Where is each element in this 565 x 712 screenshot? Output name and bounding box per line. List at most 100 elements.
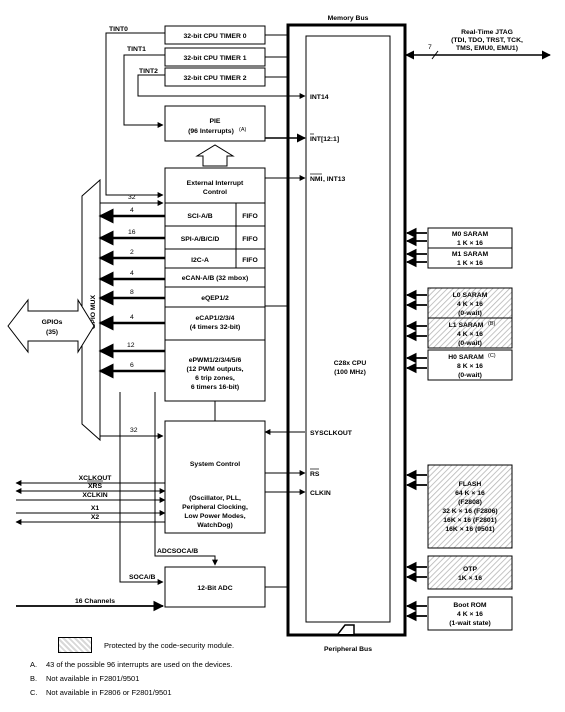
adc-block bbox=[164, 566, 266, 608]
jtag-pins-2: TMS, EMU0, EMU1) bbox=[456, 45, 518, 52]
eic-block bbox=[164, 167, 266, 204]
system-control-clocking: Peripheral Clocking, bbox=[182, 504, 248, 511]
system-control-watchdog: WatchDog) bbox=[197, 522, 233, 529]
system-control bbox=[164, 420, 266, 534]
jtag-width: 7 bbox=[428, 44, 432, 51]
gpio-mux bbox=[81, 178, 101, 442]
tint2-label: TINT2 bbox=[139, 68, 158, 75]
ecap-label: eCAP1/2/3/4 bbox=[196, 315, 235, 322]
system-control-osc: (Oscillator, PLL, bbox=[189, 495, 241, 502]
xrs-label: XRS bbox=[88, 483, 102, 490]
memory-bus-label: Memory Bus bbox=[328, 15, 369, 22]
l1-saram-note: (B) bbox=[488, 321, 496, 327]
eic-label-2: Control bbox=[203, 189, 227, 196]
eqep-bus-width: 8 bbox=[130, 289, 134, 296]
h0-saram-label: H0 SARAM bbox=[448, 354, 484, 361]
rs-label: RS bbox=[310, 471, 320, 478]
flash-part-f2808: (F2808) bbox=[458, 499, 482, 506]
flash-size-f2806: 32 K × 16 (F2806) bbox=[442, 508, 497, 515]
xclkout-label: XCLKOUT bbox=[79, 475, 113, 482]
jtag-title: Real-Time JTAG bbox=[461, 29, 513, 36]
tint1-label: TINT1 bbox=[127, 46, 146, 53]
m1-saram bbox=[427, 247, 513, 269]
i2c-bus-width: 2 bbox=[130, 249, 134, 256]
timer-0-label: 32-bit CPU TIMER 0 bbox=[183, 33, 246, 40]
cpu-label: C28x CPU bbox=[334, 360, 367, 367]
h0-saram-wait: (0-wait) bbox=[458, 372, 482, 379]
int13-label: , INT13 bbox=[323, 176, 346, 183]
h0-saram bbox=[427, 349, 513, 381]
tint2-line bbox=[137, 74, 306, 99]
pie-interrupts: (96 Interrupts) bbox=[188, 128, 234, 135]
nmi-label: NMI bbox=[310, 176, 323, 183]
boot-rom-wait: (1-wait state) bbox=[449, 620, 491, 627]
system-control-lpm: Low Power Modes, bbox=[184, 513, 245, 520]
footnote-text: Not available in F2806 or F2801/9501 bbox=[46, 688, 172, 697]
m0-saram-label: M0 SARAM bbox=[452, 231, 489, 238]
ecap-bus-width: 4 bbox=[130, 314, 134, 321]
x2-label: X2 bbox=[91, 514, 100, 521]
l0-saram-size: 4 K × 16 bbox=[457, 301, 483, 308]
otp-label: OTP bbox=[463, 566, 477, 573]
flash-label: FLASH bbox=[459, 481, 482, 488]
epwm-timers: 6 timers 16-bit) bbox=[191, 384, 239, 391]
m1-saram-label: M1 SARAM bbox=[452, 251, 489, 258]
epwm-bus-b-width: 6 bbox=[130, 362, 134, 369]
pie-label: PIE bbox=[210, 118, 221, 125]
flash-block bbox=[427, 464, 513, 549]
peripheral-stack bbox=[164, 202, 266, 402]
legend-text: Protected by the code-security module. bbox=[104, 641, 235, 650]
cpu-block bbox=[305, 35, 391, 623]
l1-saram bbox=[427, 317, 513, 349]
tint0-label: TINT0 bbox=[109, 26, 128, 33]
gpio-mux-label: GPIO MUX bbox=[90, 295, 97, 329]
tint1-line bbox=[123, 54, 165, 128]
boot-rom-size: 4 K × 16 bbox=[457, 611, 483, 618]
m0-saram-size: 1 K × 16 bbox=[457, 240, 483, 247]
m1-saram-size: 1 K × 16 bbox=[457, 260, 483, 267]
peripheral-bus-bump bbox=[337, 624, 355, 635]
footnote-text: 43 of the possible 96 interrupts are use… bbox=[46, 660, 233, 669]
footnote-text: Not available in F2801/9501 bbox=[46, 674, 140, 683]
flash-size-f2808: 64 K × 16 bbox=[455, 490, 485, 497]
adcsoca-label: ADCSOCA/B bbox=[157, 548, 198, 555]
epwm-label: ePWM1/2/3/4/5/6 bbox=[189, 357, 242, 364]
footnote-key: C. bbox=[30, 688, 38, 697]
fifo-label: FIFO bbox=[242, 257, 257, 264]
legend-hatch-swatch bbox=[58, 637, 92, 653]
flash-size-9501: 16K × 16 (9501) bbox=[445, 526, 494, 533]
l1-saram-size: 4 K × 16 bbox=[457, 331, 483, 338]
jtag-pins-1: (TDI, TDO, TRST, TCK, bbox=[451, 37, 523, 44]
l0-saram-wait: (0-wait) bbox=[458, 310, 482, 317]
h0-saram-size: 8 K × 16 bbox=[457, 363, 483, 370]
timer-2-label: 32-bit CPU TIMER 2 bbox=[183, 75, 246, 82]
h0-saram-note: (C) bbox=[488, 353, 496, 359]
memory-arrows bbox=[405, 227, 427, 622]
l1-saram-label: L1 SARAM bbox=[449, 322, 484, 329]
otp-block bbox=[427, 555, 513, 590]
cpu-speed: (100 MHz) bbox=[334, 369, 366, 376]
epwm-outputs: (12 PWM outputs, bbox=[186, 366, 243, 373]
int12-label: INT[12:1] bbox=[310, 136, 339, 143]
timer-1-label: 32-bit CPU TIMER 1 bbox=[183, 55, 246, 62]
footnote-key: A. bbox=[30, 660, 38, 669]
adc-label: 12-Bit ADC bbox=[197, 585, 232, 592]
gpios-count: (35) bbox=[46, 329, 58, 336]
sysctl-bus-width: 32 bbox=[130, 427, 138, 434]
int14-label: INT14 bbox=[310, 94, 329, 101]
adcsoca-line bbox=[154, 392, 218, 566]
soca-line bbox=[119, 392, 164, 585]
gpios-arrow bbox=[7, 298, 95, 354]
epwm-trip-zones: 6 trip zones, bbox=[195, 375, 235, 382]
system-control-title: System Control bbox=[190, 461, 240, 468]
pie-note: (A) bbox=[239, 127, 247, 133]
eic-label-1: External Interrupt bbox=[187, 180, 244, 187]
eic-bus-width: 32 bbox=[128, 194, 136, 201]
adc-channels-label: 16 Channels bbox=[75, 598, 115, 605]
tint0-line bbox=[105, 32, 165, 198]
spi-label: SPI-A/B/C/D bbox=[181, 236, 220, 243]
fifo-label: FIFO bbox=[242, 236, 257, 243]
ecan-bus-width: 4 bbox=[130, 270, 134, 277]
ecan-label: eCAN-A/B (32 mbox) bbox=[182, 275, 248, 282]
